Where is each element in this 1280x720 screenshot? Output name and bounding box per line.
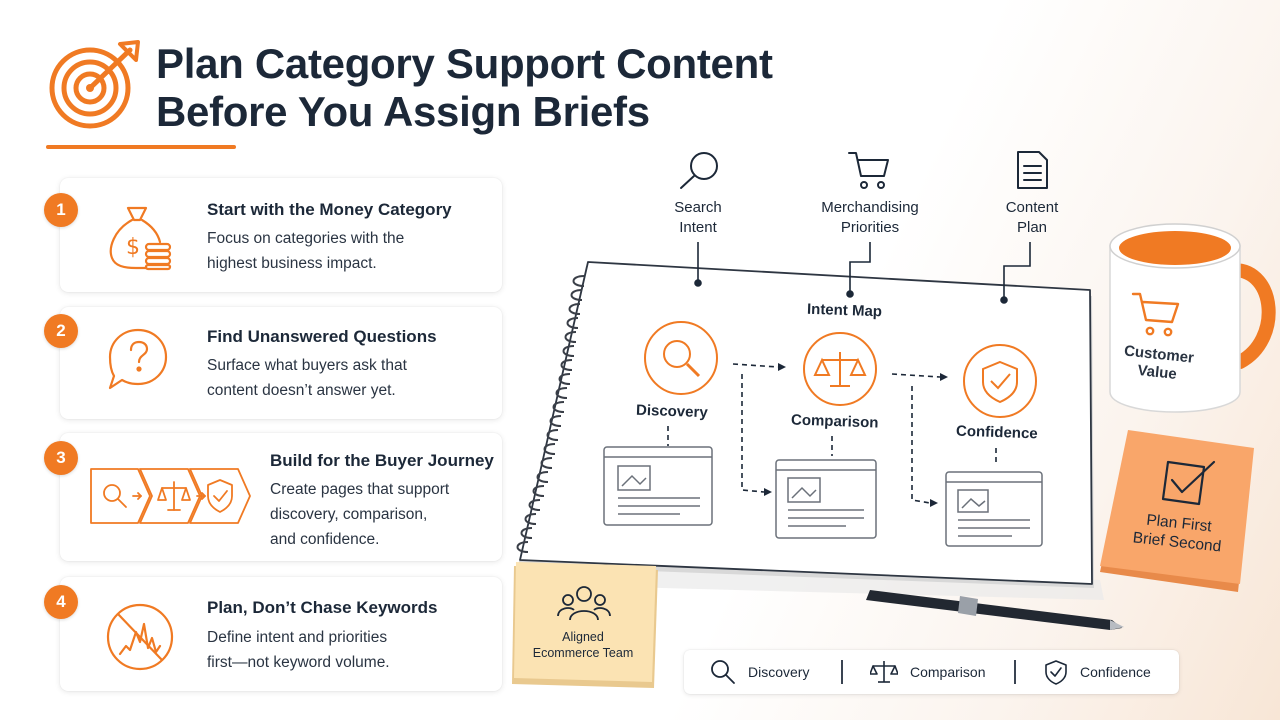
page-mockup-confidence — [945, 471, 1043, 547]
coffee-mug — [1109, 223, 1276, 413]
step-desc-line: Define intent and priorities — [207, 629, 388, 646]
step-desc-1: Focus on categories with the highest bus… — [207, 226, 404, 276]
journey-arrows-icon — [90, 468, 251, 524]
target-arrow-icon — [49, 40, 140, 129]
confidence-node-circle — [963, 344, 1037, 418]
team-icon — [557, 586, 611, 621]
legend-label: Comparison — [910, 664, 986, 680]
title-line-2: Before You Assign Briefs — [156, 88, 650, 135]
step-desc-line: and confidence. — [270, 531, 380, 548]
legend-item-comparison: Comparison — [870, 650, 985, 694]
title-underline — [46, 145, 236, 149]
svg-text:$: $ — [126, 235, 140, 260]
input-label-merchandising: Merchandising Priorities — [800, 198, 940, 238]
step-desc-line: Create pages that support — [270, 481, 450, 498]
step-number-4: 4 — [44, 585, 78, 619]
scale-icon — [813, 352, 867, 387]
legend-divider — [1014, 660, 1016, 684]
question-bubble-icon — [108, 328, 168, 390]
cart-icon — [848, 152, 889, 189]
legend-label: Confidence — [1080, 664, 1151, 680]
step-title-3: Build for the Buyer Journey — [270, 451, 494, 470]
step-number-1: 1 — [44, 193, 78, 227]
step-desc-line: discovery, comparison, — [270, 506, 428, 523]
team-sticky-note — [512, 562, 658, 688]
input-label-line: Intent — [679, 219, 717, 236]
legend-divider — [841, 660, 843, 684]
step-title-2: Find Unanswered Questions — [207, 327, 437, 346]
node-label-confidence: Confidence — [955, 422, 1038, 443]
search-icon — [711, 660, 735, 684]
input-label-line: Plan — [1016, 219, 1048, 236]
search-icon — [680, 152, 718, 189]
input-label-content-plan: Content Plan — [992, 198, 1072, 238]
sticky-note — [1100, 430, 1254, 592]
page-mockup-discovery — [603, 446, 713, 526]
shield-check-icon — [982, 360, 1018, 404]
page-mockup-comparison — [775, 459, 877, 539]
input-label-search-intent: Search Intent — [648, 198, 748, 238]
spiral-binding — [516, 275, 585, 553]
shield-check-icon — [1045, 660, 1067, 685]
step-number-2: 2 — [44, 314, 78, 348]
input-label-line: Content — [1005, 199, 1059, 216]
step-desc-line: first—not keyword volume. — [207, 654, 390, 671]
input-label-line: Search — [674, 199, 722, 216]
legend-label: Discovery — [748, 664, 810, 680]
page-title: Plan Category Support Content Before You… — [156, 40, 856, 136]
step-desc-line: highest business impact. — [207, 255, 377, 272]
no-keyword-chase-icon — [106, 603, 174, 671]
step-desc-line: Surface what buyers ask that — [207, 357, 407, 374]
cart-icon — [1131, 292, 1180, 337]
legend-item-discovery: Discovery — [710, 650, 809, 694]
team-note-label: Aligned Ecommerce Team — [520, 629, 646, 661]
checkbox-icon — [1161, 460, 1216, 506]
search-icon — [663, 340, 701, 378]
step-number-3: 3 — [44, 441, 78, 475]
comparison-node-circle — [803, 332, 877, 406]
scale-icon — [870, 661, 898, 683]
legend-item-confidence: Confidence — [1044, 650, 1151, 694]
step-desc-2: Surface what buyers ask that content doe… — [207, 353, 407, 403]
step-title-1: Start with the Money Category — [207, 200, 452, 219]
input-label-line: Priorities — [840, 219, 900, 236]
pen — [866, 590, 1124, 630]
step-desc-line: Focus on categories with the — [207, 230, 405, 247]
document-icon — [1017, 151, 1048, 189]
node-label-comparison: Comparison — [790, 411, 879, 432]
intent-map-heading: Intent Map — [806, 300, 883, 321]
step-title-4: Plan, Don’t Chase Keywords — [207, 598, 438, 617]
step-card-2 — [60, 307, 502, 419]
step-desc-4: Define intent and priorities first—not k… — [207, 625, 390, 675]
title-line-1: Plan Category Support Content — [156, 40, 773, 87]
team-note-line: Aligned — [562, 630, 604, 644]
legend: Discovery Comparison Confidence — [684, 650, 1179, 694]
discovery-node-circle — [644, 321, 718, 395]
step-card-1 — [60, 178, 502, 292]
step-desc-3: Create pages that support discovery, com… — [270, 477, 449, 552]
input-label-line: Merchandising — [821, 199, 919, 216]
node-label-discovery: Discovery — [635, 401, 708, 422]
money-bag-icon: $ — [109, 206, 172, 271]
team-note-line: Ecommerce Team — [532, 646, 634, 660]
step-card-3 — [60, 433, 502, 561]
step-desc-line: content doesn’t answer yet. — [207, 382, 396, 399]
step-card-4 — [60, 577, 502, 691]
